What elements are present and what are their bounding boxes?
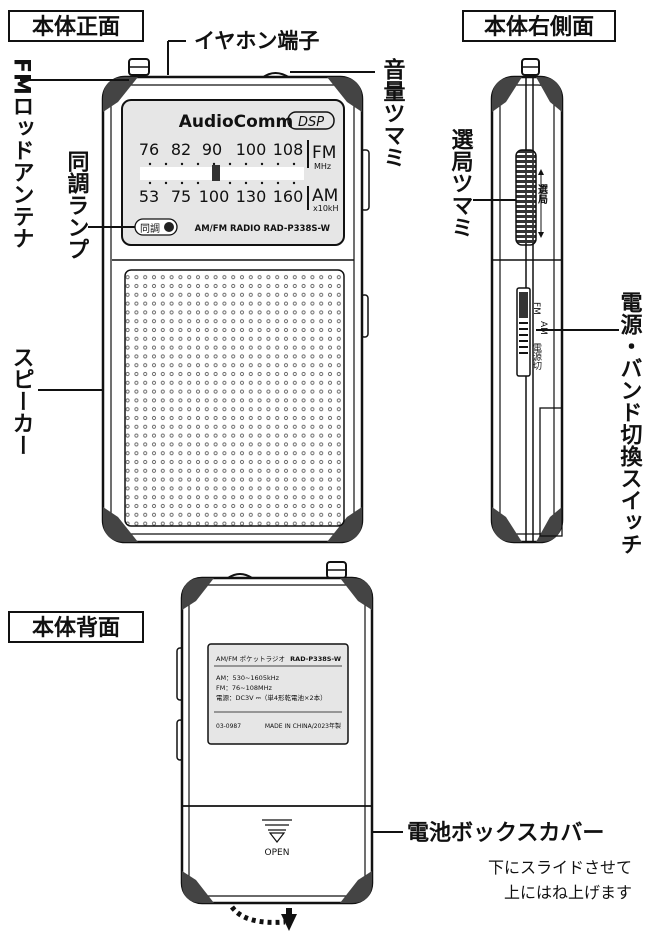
tuning-lamp-label: 同調 [140,222,160,235]
svg-text:本体正面: 本体正面 [32,15,120,40]
spec-label [207,643,349,745]
spec-code: 03-0987 [216,723,241,730]
callout-earphone: イヤホン端子 [167,29,319,75]
fm-unit-label: MHz [314,162,331,171]
svg-text:本体背面: 本体背面 [32,616,120,641]
svg-text:スピーカー: スピーカー [9,346,34,456]
cover-note-line-1: 下にスライドさせて [488,858,632,877]
slide-down-arrow-icon [229,905,297,931]
spec-title: AM/FM ポケットラジオ [216,655,285,663]
spec-am: AM：530~1605kHz [216,674,280,682]
svg-text:FMロッドアンテナ: FMロッドアンテナ [9,58,34,249]
spec-power: 電源：DC3V ⎓（単4形乾電池×2本） [216,693,327,702]
callout-antenna: FMロッドアンテナ [9,58,129,249]
model-line: AM/FM RADIO RAD-P338S-W [195,224,331,234]
am-tick-label: 53 [139,187,159,206]
callout-power-switch: 電源・バンド切換スイッチ [536,291,643,555]
fm-tick-label: 108 [273,140,304,159]
svg-text:音量ツマミ: 音量ツマミ [380,57,406,168]
svg-text:本体右側面: 本体右側面 [484,15,594,40]
cover-note-line-2: 上にはね上げます [504,883,632,902]
am-tick-label: 100 [199,187,230,206]
callout-tuning-lamp: 同調ランプ [64,150,135,260]
am-tick-label: 130 [236,187,267,206]
am-unit-label: x10kH [313,204,339,213]
svg-text:選局ツマミ: 選局ツマミ [448,128,474,238]
callout-speaker: スピーカー [9,346,103,456]
front-radio-body [101,58,370,544]
callout-battery-cover: 電池ボックスカバー 下にスライドさせて 上にはね上げます [372,821,632,902]
faceplate-content: AudioComm DSP 76 82 90 100 108 FM MHz 53… [134,111,339,236]
callout-tuning-knob: 選局ツマミ [448,128,516,238]
am-band-label: AM [312,186,338,206]
switch-label-off: 電源切 [531,343,542,371]
fm-tick-label: 100 [236,140,267,159]
open-label: OPEN [265,848,290,858]
fm-tick-label: 90 [202,140,222,159]
switch-label-fm: FM [531,302,541,315]
callout-volume: 音量ツマミ [290,57,406,168]
tuning-direction-label: 選局 [536,183,549,205]
svg-text:同調ランプ: 同調ランプ [64,150,90,260]
right-section-title: 本体右側面 [462,10,616,42]
fm-tick-label: 82 [171,140,191,159]
svg-text:電池ボックスカバー: 電池ボックスカバー [407,821,604,846]
lamp-indicator [164,222,174,232]
fm-band-label: FM [312,143,336,163]
tuning-wheel [515,149,537,246]
svg-text:電源・バンド切換スイッチ: 電源・バンド切換スイッチ [617,291,643,555]
front-section-title: 本体正面 [8,10,144,42]
spec-fm: FM：76~108MHz [216,684,272,692]
speaker-grille [124,269,345,527]
dsp-badge: DSP [298,115,324,130]
switch-label-am: AM [538,321,548,335]
back-section-title: 本体背面 [8,611,144,643]
am-tick-label: 160 [273,187,304,206]
tuning-pointer [212,165,220,181]
am-tick-label: 75 [171,187,191,206]
spec-model: RAD-P338S-W [290,655,341,663]
back-radio-body: OPEN [176,561,374,905]
svg-text:イヤホン端子: イヤホン端子 [194,29,319,53]
side-radio-body: 選局 FM AM 電源切 [490,58,564,544]
spec-made-in: MADE IN CHINA/2023年製 [265,722,341,730]
spec-label-text: AM/FM ポケットラジオ RAD-P338S-W AM：530~1605kHz… [216,655,341,730]
brand-logo: AudioComm [179,112,294,132]
fm-tick-label: 76 [139,140,159,159]
open-arrow-icon [268,832,286,843]
